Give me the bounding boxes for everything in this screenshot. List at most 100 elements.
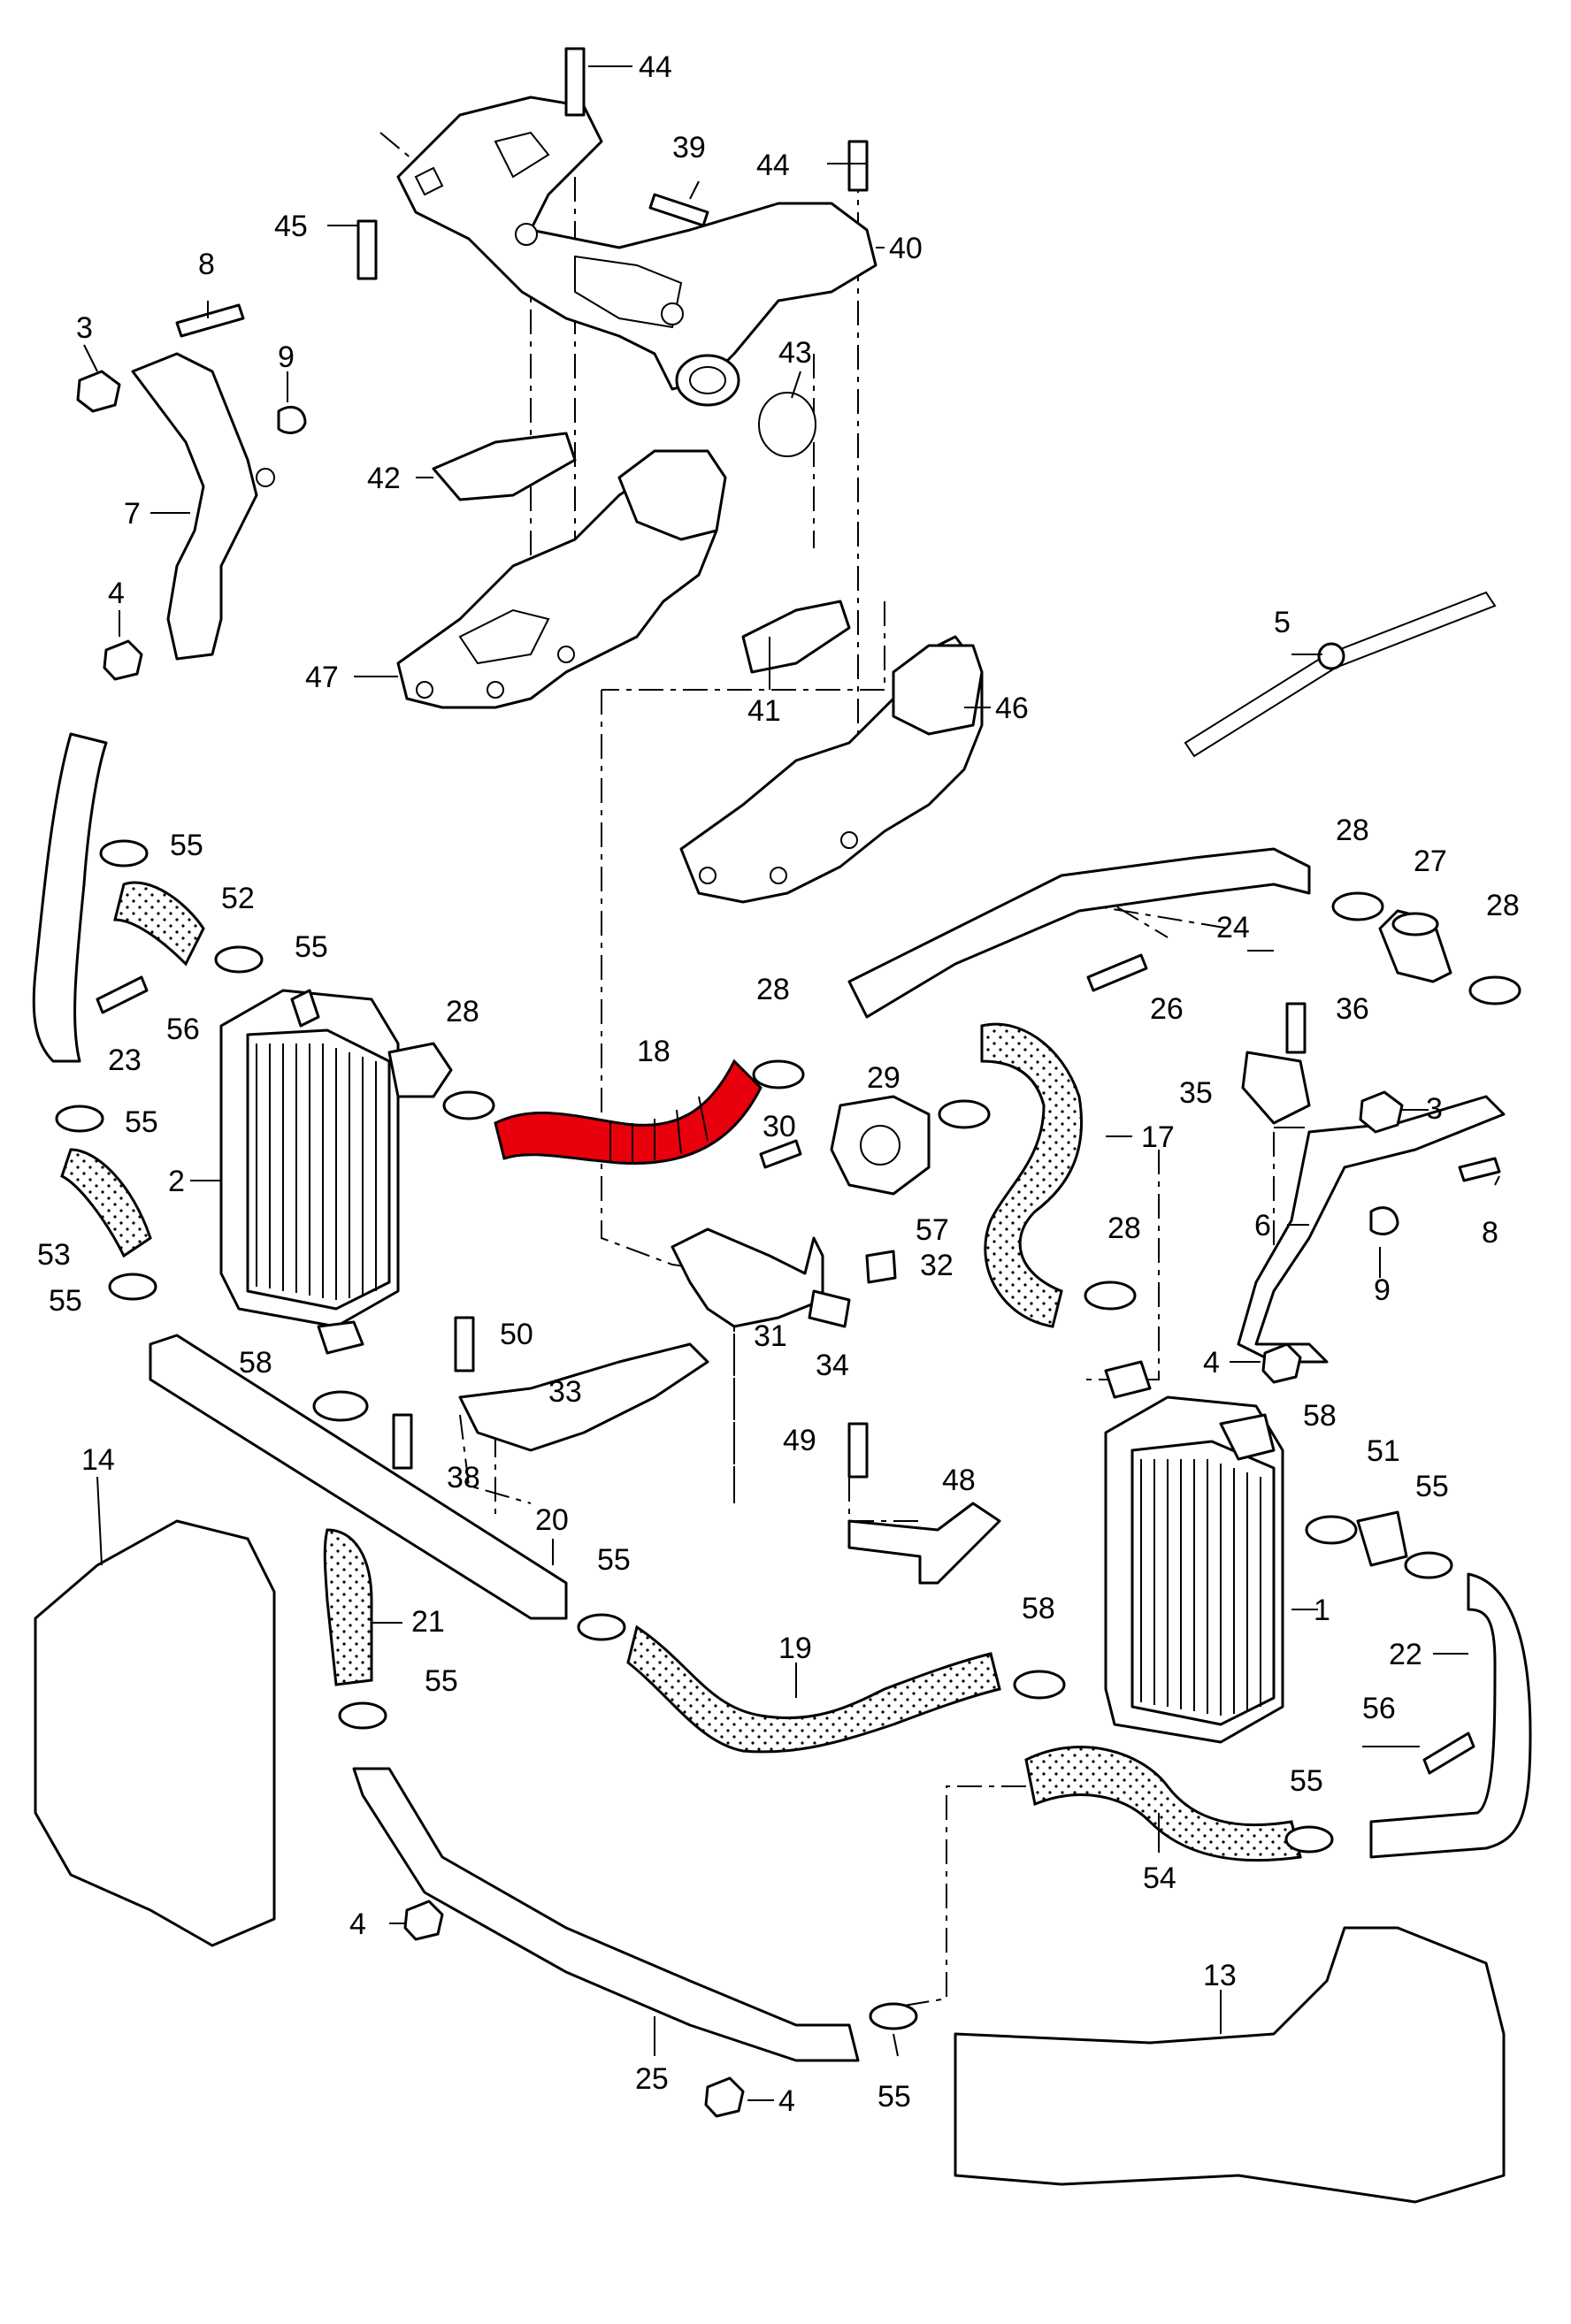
hose-17 [980, 1022, 1084, 1328]
callout-label: 14 [81, 1443, 115, 1477]
filter-27 [1378, 909, 1452, 983]
callout-label: 3 [76, 311, 93, 345]
heat-shield-13 [954, 1926, 1506, 2204]
clamp-28 [442, 1090, 495, 1120]
callout-label: 29 [867, 1061, 900, 1095]
bolt-30 [759, 1139, 802, 1169]
callout-label: 23 [108, 1044, 142, 1077]
gasket-ring [758, 392, 816, 457]
callout-label: 55 [125, 1105, 158, 1139]
callout-label: 55 [1290, 1764, 1323, 1798]
bolt-34 [808, 1289, 851, 1328]
callout-label: 17 [1141, 1120, 1175, 1154]
callout-label: 57 [916, 1213, 949, 1247]
pipe-24 [847, 847, 1311, 1019]
callout-label: 7 [124, 497, 141, 531]
callout-label: 3 [1426, 1092, 1443, 1126]
callout-label: 4 [778, 2084, 795, 2118]
clamp-55 [1404, 1551, 1453, 1579]
nut-3-top [76, 370, 121, 413]
intake-manifold-46 [679, 635, 984, 904]
callout-label: 19 [778, 1632, 812, 1665]
nut-4-bottom-a [403, 1900, 444, 1941]
callout-label: 4 [108, 577, 125, 610]
intake-manifold-cover [396, 96, 877, 407]
nut-4-bottom-b [704, 2076, 745, 2118]
clamp-55 [108, 1273, 157, 1301]
callout-label: 20 [535, 1503, 569, 1537]
bracket-48 [847, 1502, 1001, 1585]
callout-label: 45 [274, 210, 308, 243]
callout-label: 26 [1150, 992, 1184, 1026]
callout-label: 6 [1254, 1209, 1271, 1242]
bolt-50 [454, 1316, 475, 1372]
leader-lines [83, 65, 1500, 2101]
callout-label: 21 [411, 1605, 445, 1639]
callout-label: 55 [295, 930, 328, 964]
callout-label: 58 [239, 1346, 272, 1380]
callout-label: 55 [877, 2080, 911, 2114]
hose-22 [1369, 1572, 1532, 1859]
mounting-bracket-7 [131, 352, 275, 661]
cable-tie-5 [1184, 591, 1497, 758]
bolt-26 [1086, 953, 1148, 992]
gasket-41 [741, 600, 851, 674]
callout-label: 53 [37, 1238, 71, 1272]
bolt-56-left [96, 975, 149, 1014]
intercooler-2 [219, 989, 453, 1355]
callout-label: 56 [1362, 1692, 1396, 1725]
bolt-8-right [1458, 1157, 1501, 1182]
clamp-55 [869, 2002, 918, 2030]
hose-21 [323, 1528, 373, 1686]
callout-label: 36 [1336, 992, 1369, 1026]
callout-label: 13 [1203, 1959, 1237, 1992]
intake-manifold-47 [396, 449, 727, 709]
bolt-8-top [175, 303, 245, 338]
bolt-36 [1285, 1002, 1307, 1054]
callout-label: 40 [889, 232, 923, 265]
callout-label: 2 [168, 1165, 185, 1198]
callout-label: 25 [635, 2062, 669, 2096]
clamp-55 [214, 945, 264, 974]
clamp-58 [1013, 1670, 1066, 1700]
callout-label: 56 [166, 1013, 200, 1046]
callout-label: 49 [783, 1424, 816, 1457]
callout-label: 58 [1303, 1399, 1337, 1433]
callout-label: 28 [446, 995, 479, 1028]
callout-label: 55 [1415, 1470, 1449, 1503]
bolt-38 [392, 1413, 413, 1470]
cable-tie-5-clip [1317, 642, 1345, 670]
mounting-bracket-6 [1237, 1095, 1506, 1364]
callout-labels: 44 39 44 40 45 43 42 47 41 46 5 8 3 9 7 … [37, 50, 1520, 2118]
clamp-55 [99, 839, 149, 868]
callout-label: 24 [1216, 911, 1250, 944]
callout-label: 46 [995, 692, 1029, 725]
clip-9-top [277, 406, 307, 434]
clamp-55 [1284, 1825, 1334, 1854]
callout-label: 8 [198, 248, 215, 281]
callout-label: 55 [49, 1284, 82, 1318]
bolt-49 [847, 1422, 869, 1479]
pipe-25 [352, 1767, 860, 2062]
bolt-44-top [564, 47, 586, 117]
pipe-31 [671, 1227, 824, 1328]
clamp-28 [1084, 1280, 1137, 1311]
nut-3-right [1359, 1090, 1404, 1134]
callout-label: 58 [1022, 1592, 1055, 1625]
callout-label: 27 [1414, 845, 1447, 878]
callout-label: 9 [1374, 1273, 1391, 1307]
bolt-56-right [1422, 1732, 1475, 1775]
callout-label: 35 [1179, 1076, 1213, 1110]
intercooler-1 [1104, 1360, 1284, 1744]
callout-label: 47 [305, 661, 339, 694]
callout-label: 51 [1367, 1434, 1400, 1468]
gasket-42 [432, 432, 577, 501]
callout-label: 50 [500, 1318, 533, 1351]
callout-label: 5 [1274, 606, 1291, 639]
clamp-55 [55, 1105, 104, 1133]
callout-label: 32 [920, 1249, 954, 1282]
callout-label: 1 [1314, 1594, 1330, 1627]
callout-label: 55 [170, 829, 203, 862]
clip-9-right [1369, 1206, 1399, 1235]
callout-label: 8 [1482, 1216, 1498, 1250]
